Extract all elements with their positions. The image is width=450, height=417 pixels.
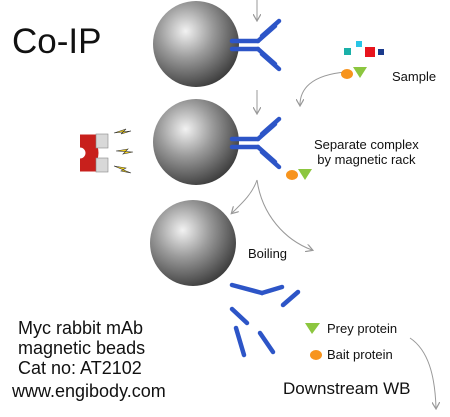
magnetic-bead-2 bbox=[153, 99, 239, 185]
downstream-wb-label: Downstream WB bbox=[283, 379, 411, 398]
magnet-icon bbox=[79, 128, 134, 174]
diagram-title: Co-IP bbox=[12, 22, 102, 61]
bait-protein-label: Bait protein bbox=[327, 347, 393, 362]
website-url: www.engibody.com bbox=[12, 381, 166, 401]
antibody-1 bbox=[229, 18, 282, 72]
product-info: Myc rabbit mAb magnetic beads Cat no: AT… bbox=[18, 318, 145, 378]
separate-complex-label: Separate complex by magnetic rack bbox=[314, 137, 419, 167]
bait-protein-icon bbox=[310, 350, 322, 360]
boiling-label: Boiling bbox=[248, 246, 288, 261]
arrow-split-right bbox=[256, 179, 312, 250]
separate-line-2: by magnetic rack bbox=[317, 152, 416, 167]
sample-proteins bbox=[341, 41, 384, 79]
bound-complex bbox=[286, 169, 312, 180]
magnetic-bead-3 bbox=[150, 200, 236, 286]
sample-label: Sample bbox=[392, 69, 437, 84]
product-type: magnetic beads bbox=[18, 338, 146, 358]
magnetic-bead-1 bbox=[153, 1, 239, 87]
arrow-sample bbox=[300, 71, 347, 105]
antibody-2 bbox=[229, 116, 282, 170]
catalog-number: Cat no: AT2102 bbox=[18, 358, 142, 378]
released-antibodies bbox=[229, 282, 301, 358]
prey-protein-label: Prey protein bbox=[327, 321, 398, 336]
separate-line-1: Separate complex bbox=[314, 137, 419, 152]
product-name: Myc rabbit mAb bbox=[18, 318, 144, 338]
arrow-downstream bbox=[409, 337, 436, 408]
arrow-split-left bbox=[232, 179, 258, 213]
prey-protein-icon bbox=[305, 323, 320, 334]
